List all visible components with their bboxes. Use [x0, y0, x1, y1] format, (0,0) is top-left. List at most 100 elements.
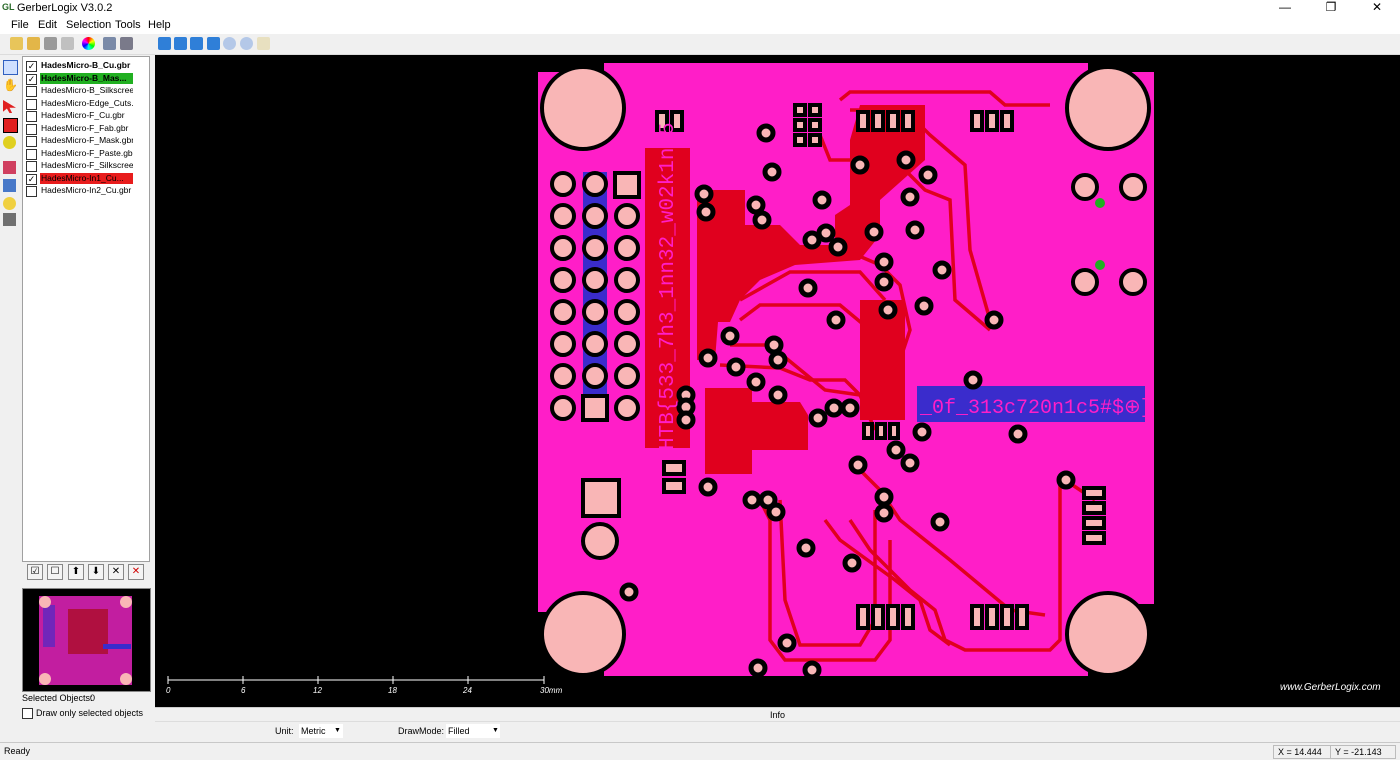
drawmode-dropdown-icon[interactable]: ▼	[492, 727, 499, 734]
silkscreen-text: HTB{533_7h3_1nn32_w02k1n95	[657, 122, 680, 450]
check-all-button[interactable]: ☑	[27, 564, 43, 580]
export-icon[interactable]	[103, 37, 116, 50]
screenshot-icon[interactable]	[120, 37, 133, 50]
menu-help[interactable]: Help	[148, 19, 171, 31]
layer-view-icon[interactable]	[3, 179, 16, 192]
stack-icon[interactable]	[3, 213, 16, 226]
vias	[619, 123, 1076, 680]
minimize-button[interactable]: —	[1279, 0, 1291, 14]
layer-list: ✓ HadesMicro-B_Cu.gbr ✓HadesMicro-B_Mas..…	[22, 56, 150, 562]
green-mask-dots	[1095, 198, 1105, 270]
highlight-icon[interactable]	[3, 136, 16, 149]
menu-file[interactable]: File	[11, 19, 29, 31]
layer-name: HadesMicro-F_Cu.gbr	[41, 110, 125, 120]
app-logo-icon: GL	[2, 2, 15, 12]
remove-all-button[interactable]: ✕	[128, 564, 144, 580]
print-icon[interactable]	[44, 37, 57, 50]
layer-checkbox[interactable]	[26, 136, 37, 147]
scale-label: 0	[166, 686, 171, 695]
remove-layer-button[interactable]: ✕	[108, 564, 124, 580]
draw-only-selected-checkbox[interactable]	[22, 708, 33, 719]
pointer-icon[interactable]	[3, 100, 16, 113]
title-bar: GL GerberLogix V3.0.2 — ❐ ✕	[0, 0, 1400, 17]
layer-checkbox[interactable]	[26, 186, 37, 197]
menu-tools[interactable]: Tools	[115, 19, 141, 31]
scale-labels: 0 6 12 18 24 30mm	[166, 686, 563, 695]
pcb-drawing: HTB{533_7h3_1nn32_w02k1n95 _0f_313c720n1…	[166, 63, 1381, 695]
unit-label: Unit:	[275, 726, 294, 736]
uncheck-all-button[interactable]: ☐	[47, 564, 63, 580]
menu-edit[interactable]: Edit	[38, 19, 57, 31]
print-preview-icon[interactable]	[61, 37, 74, 50]
hand-pan-icon[interactable]: ✋	[3, 78, 18, 92]
move-up-button[interactable]: ⬆	[68, 564, 84, 580]
zoom-in-icon[interactable]	[223, 37, 236, 50]
layer-name: HadesMicro-In2_Cu.gbr	[41, 185, 132, 195]
board-thumbnail[interactable]	[22, 588, 151, 692]
drawmode-select[interactable]: Filled	[446, 724, 500, 738]
y-coordinate: Y = -21.143	[1330, 745, 1396, 759]
select-objects-icon[interactable]	[3, 118, 18, 133]
layer-item[interactable]: HadesMicro-F_Mask.gbr	[26, 135, 148, 147]
draw-only-selected-label: Draw only selected objects	[36, 708, 144, 718]
layer-name: HadesMicro-B_Cu.gbr	[41, 60, 131, 70]
layer-name: HadesMicro-Edge_Cuts....	[41, 97, 133, 108]
menu-selection[interactable]: Selection	[66, 19, 112, 31]
smd-pads	[655, 103, 1147, 630]
layer-item[interactable]: ✓ HadesMicro-B_Cu.gbr	[26, 60, 148, 72]
thumbnail-image	[39, 596, 132, 685]
layer-item[interactable]: HadesMicro-In2_Cu.gbr	[26, 185, 148, 197]
info-bar: Info	[155, 707, 1400, 722]
zoom-out-icon[interactable]	[240, 37, 253, 50]
options-bar: Unit: Metric ▼ DrawMode: Filled ▼	[155, 721, 1400, 742]
layer-name: HadesMicro-B_Silkscree...	[41, 85, 133, 95]
open-folder-icon[interactable]	[10, 37, 23, 50]
header-pads	[550, 171, 641, 560]
home-icon[interactable]	[257, 37, 270, 50]
layer-checkbox[interactable]	[26, 148, 37, 160]
left-tool-strip: ✋	[0, 55, 20, 245]
layer-item[interactable]: HadesMicro-F_Silkscree...	[26, 160, 148, 172]
layer-checkbox[interactable]: ✓	[26, 73, 37, 85]
layer-name: HadesMicro-F_Fab.gbr	[41, 122, 129, 133]
layer-item[interactable]: ✓HadesMicro-In1_Cu...	[26, 172, 148, 185]
close-button[interactable]: ✕	[1371, 0, 1383, 14]
mounting-holes	[540, 65, 1151, 677]
layer-checkbox[interactable]: ✓	[26, 61, 37, 72]
lightbulb-icon[interactable]	[3, 197, 16, 210]
board-outline	[538, 63, 1154, 676]
layer-buttons: ☑ ☐ ⬆ ⬇ ✕ ✕	[22, 562, 148, 580]
open-layers-icon[interactable]	[27, 37, 40, 50]
layer-checkbox[interactable]	[26, 111, 37, 122]
pan-down-icon[interactable]	[207, 37, 220, 50]
layer-name: HadesMicro-In1_Cu...	[40, 172, 133, 184]
selected-objects-label: Selected Objects:	[22, 693, 93, 703]
status-text: Ready	[4, 746, 31, 756]
gerber-canvas[interactable]: HTB{533_7h3_1nn32_w02k1n95 _0f_313c720n1…	[155, 55, 1400, 707]
layer-item[interactable]: ✓HadesMicro-B_Mas...	[26, 72, 148, 85]
layer-checkbox[interactable]	[26, 161, 37, 172]
layer-item[interactable]: HadesMicro-B_Silkscree...	[26, 85, 148, 97]
layer-checkbox[interactable]	[26, 98, 37, 110]
unit-select[interactable]: Metric	[299, 724, 343, 738]
layer-name: HadesMicro-F_Silkscree...	[41, 160, 133, 170]
layer-item[interactable]: HadesMicro-F_Cu.gbr	[26, 110, 148, 122]
select-rectangle-icon[interactable]	[3, 60, 18, 75]
layer-checkbox[interactable]	[26, 123, 37, 135]
layer-item[interactable]: HadesMicro-F_Fab.gbr	[26, 123, 148, 135]
layer-item[interactable]: HadesMicro-F_Paste.gbr	[26, 148, 148, 160]
pan-up-icon[interactable]	[190, 37, 203, 50]
layer-item[interactable]: HadesMicro-Edge_Cuts....	[26, 98, 148, 110]
measure-icon[interactable]	[3, 161, 16, 174]
color-wheel-icon[interactable]	[82, 37, 95, 50]
restore-button[interactable]: ❐	[1325, 0, 1337, 14]
menu-bar: File Edit Selection Tools Help	[0, 17, 1400, 34]
pan-left-icon[interactable]	[158, 37, 171, 50]
drawmode-label: DrawMode:	[398, 726, 445, 736]
watermark-text: www.GerberLogix.com	[1280, 682, 1381, 693]
pan-right-icon[interactable]	[174, 37, 187, 50]
layer-checkbox[interactable]	[26, 86, 37, 97]
move-down-button[interactable]: ⬇	[88, 564, 104, 580]
unit-dropdown-icon[interactable]: ▼	[334, 727, 341, 734]
layer-checkbox[interactable]: ✓	[26, 173, 37, 185]
